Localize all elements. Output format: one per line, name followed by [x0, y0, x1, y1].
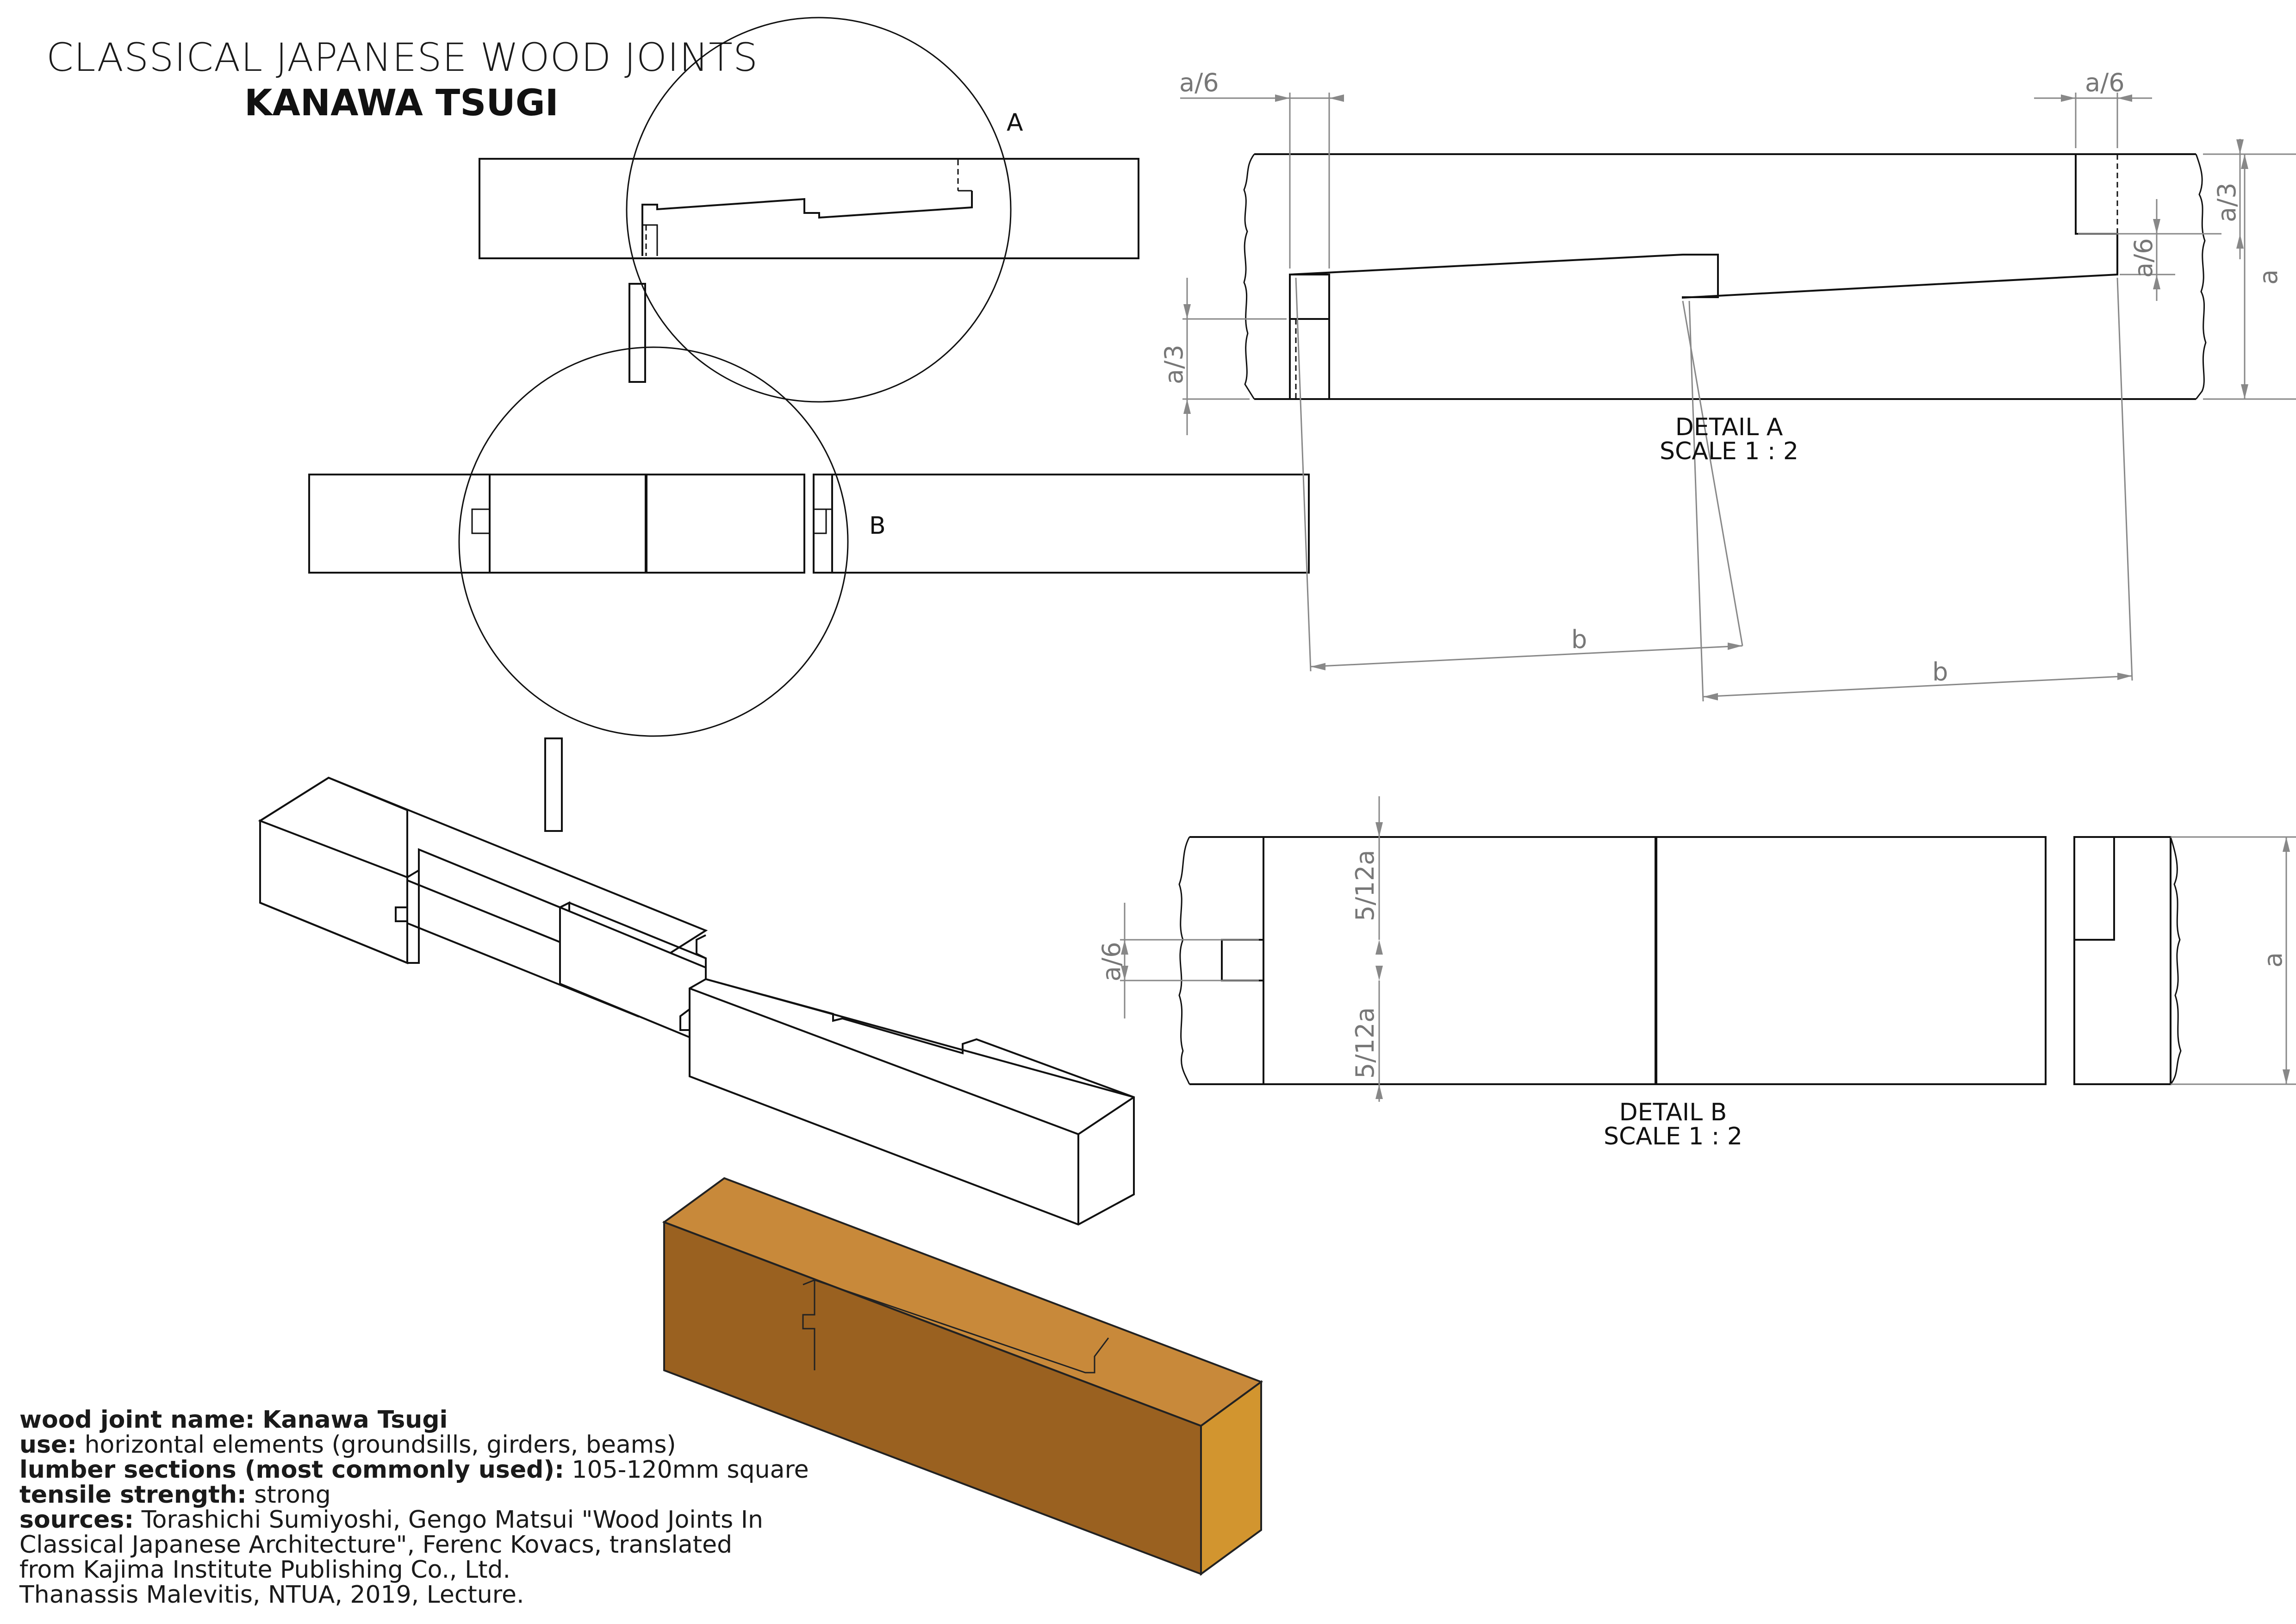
detail-a-drawing [1243, 153, 2207, 400]
detail-a-scale: SCALE 1 : 2 [1660, 437, 1798, 465]
dim-a6-inner: a/6 [2129, 238, 2158, 278]
rendered-wood-beam [662, 1177, 1263, 1576]
sources-line-1: Torashichi Sumiyoshi, Gengo Matsui "Wood… [141, 1506, 763, 1534]
dim-b-a6: a/6 [1097, 942, 1126, 981]
callout-b: B [869, 512, 886, 540]
joint-subtitle: KANAWA TSUGI [244, 82, 559, 124]
detail-b-drawing [1178, 836, 2182, 1085]
dim-a3-left: a/3 [1159, 344, 1188, 384]
detail-b-circle [458, 346, 849, 737]
sources-line-2: Classical Japanese Architecture", Ferenc… [19, 1531, 733, 1559]
dimension-arrows [1121, 94, 2290, 1099]
dim-a6-left: a/6 [1179, 68, 1219, 97]
sources-line-4: Thanassis Malevitis, NTUA, 2019, Lecture… [19, 1581, 524, 1609]
tensile-label: tensile strength: [19, 1481, 247, 1509]
dim-5-12a-top: 5/12a [1350, 850, 1380, 921]
name-label: wood joint name: [19, 1406, 255, 1434]
name-value: Kanawa Tsugi [262, 1406, 448, 1434]
exploded-isometric-view [258, 776, 1135, 1226]
lumber-label: lumber sections (most commonly used): [19, 1456, 564, 1484]
dim-b-a: a [2259, 952, 2288, 968]
dim-b-one: b [1571, 625, 1587, 654]
dim-b-two: b [1932, 657, 1948, 687]
dimension-lines [1120, 93, 2296, 1102]
callout-letters: A B [869, 109, 1023, 540]
detail-b-name: DETAIL B [1619, 1099, 1727, 1126]
top-elevation-view [479, 158, 1139, 383]
key-peg-3d [544, 737, 563, 832]
dim-a-right: a [2254, 269, 2283, 285]
dim-a6-right: a/6 [2085, 68, 2125, 97]
use-value: horizontal elements (groundsills, girder… [84, 1431, 676, 1459]
callout-a: A [1007, 109, 1023, 137]
plan-view [308, 474, 1310, 832]
dim-5-12a-bottom: 5/12a [1350, 1007, 1380, 1079]
dim-a3-right: a/3 [2212, 182, 2241, 222]
detail-b-scale: SCALE 1 : 2 [1604, 1123, 1742, 1150]
joint-info-block: wood joint name: Kanawa Tsugi use: horiz… [19, 1407, 809, 1607]
key-peg-elevation [628, 283, 646, 383]
sources-label: sources: [19, 1506, 134, 1534]
drawing-title: CLASSICAL JAPANESE WOOD JOINTS [46, 35, 759, 80]
detail-captions: DETAIL A SCALE 1 : 2 DETAIL B SCALE 1 : … [1604, 413, 1798, 1150]
dimension-labels: a/6 a/6 a/3 a/3 a/6 a b b a/6 5/12a 5/12… [1097, 68, 2288, 1079]
sources-line-3: from Kajima Institute Publishing Co., Lt… [19, 1556, 510, 1584]
detail-a-name: DETAIL A [1675, 413, 1783, 441]
lumber-value: 105-120mm square [572, 1456, 809, 1484]
use-label: use: [19, 1431, 77, 1459]
beam-end-face [1200, 1380, 1262, 1576]
tensile-value: strong [254, 1481, 331, 1509]
detail-a-circle [626, 17, 1012, 403]
